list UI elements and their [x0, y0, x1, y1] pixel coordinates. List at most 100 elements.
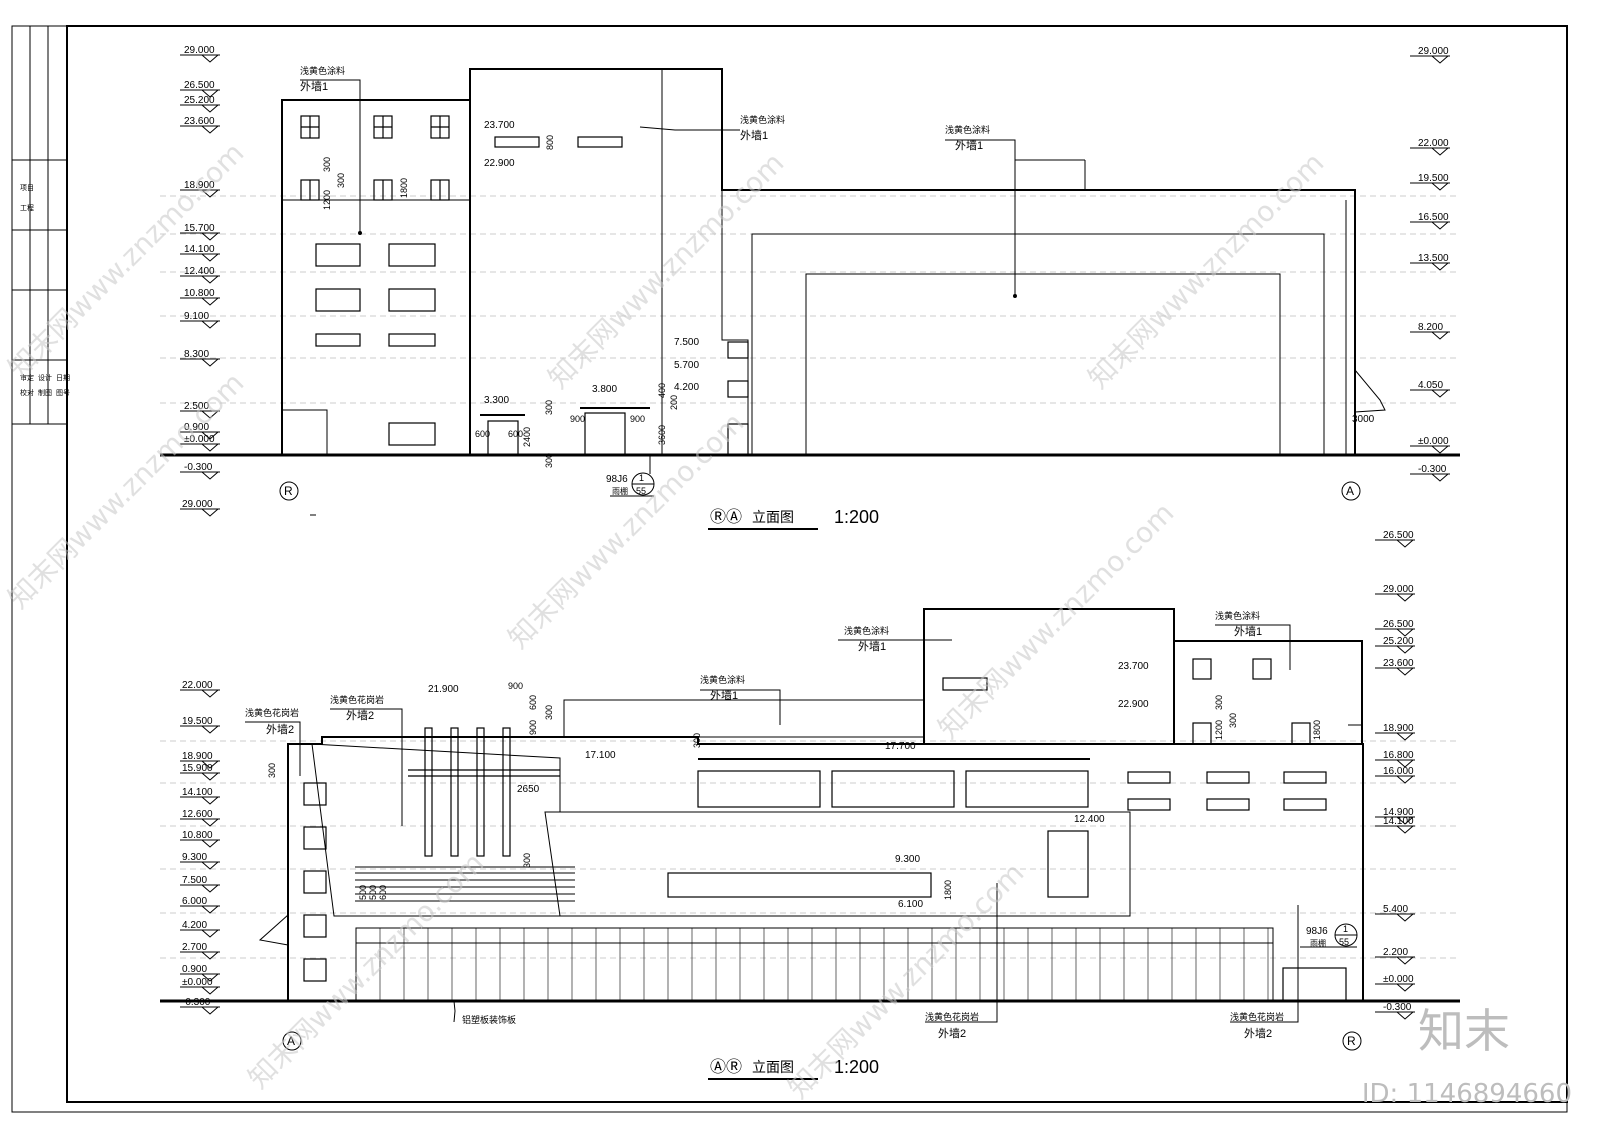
- level-label: 8.200: [1418, 322, 1443, 333]
- dim-text: 600: [508, 429, 523, 439]
- dim-text: 1800: [943, 880, 953, 900]
- level-label: 13.500: [1418, 253, 1449, 264]
- material-label: 浅黄色涂料: [700, 674, 745, 685]
- dim-text: 1800: [399, 178, 409, 198]
- level-marker: [180, 89, 220, 98]
- dim-text: 600: [378, 885, 388, 900]
- dim-text: 500: [358, 885, 368, 900]
- level-marker: [180, 297, 220, 306]
- level-label: 16.800: [1383, 750, 1414, 761]
- title-block-label: 项目: [20, 184, 34, 192]
- level-label: 2.500: [184, 401, 209, 412]
- level-marker: [180, 320, 220, 329]
- material-label: 铝塑板装饰板: [462, 1014, 516, 1025]
- level-text: 12.400: [1074, 814, 1105, 825]
- level-marker: [180, 443, 220, 452]
- level-marker: [180, 232, 220, 241]
- bottom-elevation: [160, 608, 1460, 1051]
- level-marker: [1375, 983, 1415, 992]
- level-marker: [180, 725, 220, 734]
- level-text: 7.500: [674, 337, 699, 348]
- dim-text: 300: [336, 173, 346, 188]
- title-scale: 1:200: [834, 1057, 879, 1077]
- level-label: 23.600: [1383, 658, 1414, 669]
- detail-code: 98J6: [606, 474, 628, 485]
- level-text: 3.800: [592, 384, 617, 395]
- level-label: ±0.000: [182, 977, 213, 988]
- level-text: 9.300: [895, 854, 920, 865]
- material-label: 外墙2: [1244, 1026, 1272, 1040]
- title-axes: ⓇⒶ: [710, 508, 742, 526]
- title-block-label: 校对: [20, 388, 34, 397]
- level-text: 4.200: [674, 382, 699, 393]
- detail-note: 雨棚: [1310, 938, 1326, 948]
- level-label: 6.000: [182, 896, 207, 907]
- title-block: 项目 工程 审定 校对 设计 制图 日期 图号: [11, 26, 70, 425]
- level-label: -0.300: [184, 462, 213, 473]
- axis-label-left: A: [287, 1034, 295, 1048]
- level-label: 15.700: [184, 223, 215, 234]
- material-label: 外墙1: [858, 639, 886, 653]
- dim-text: 2650: [517, 784, 540, 795]
- dim-text: 600: [528, 695, 538, 710]
- dim-text: 300: [1228, 713, 1238, 728]
- dim-text: 900: [528, 720, 538, 735]
- dim-text: 300: [322, 157, 332, 172]
- level-label: 25.200: [1383, 636, 1414, 647]
- dim-text: 1200: [1214, 720, 1224, 740]
- level-label: 4.050: [1418, 380, 1443, 391]
- dim-text: 400: [657, 383, 667, 398]
- level-text: 23.700: [1118, 661, 1149, 672]
- dim-text: 300: [1214, 695, 1224, 710]
- watermark-text: 知末网www.znzmo.com: [502, 406, 751, 655]
- level-marker: [180, 358, 220, 367]
- watermark-text: 知末网www.znzmo.com: [1082, 146, 1331, 395]
- dim-text: 1200: [322, 190, 332, 210]
- level-label: 19.500: [1418, 173, 1449, 184]
- level-marker: [180, 818, 220, 827]
- level-label: 25.200: [184, 95, 215, 106]
- level-label: 23.600: [184, 116, 215, 127]
- watermark-text: 知末网www.znzmo.com: [2, 136, 251, 385]
- detail-sheet: 55: [636, 486, 646, 496]
- material-label: 外墙1: [955, 138, 983, 152]
- title-block-label: 日期: [56, 374, 70, 382]
- level-marker: [1375, 593, 1415, 602]
- material-label: 外墙2: [346, 708, 374, 722]
- detail-num: 1: [639, 473, 644, 483]
- level-text: 17.700: [885, 741, 916, 752]
- level-label: 9.300: [182, 852, 207, 863]
- level-label: 12.600: [182, 809, 213, 820]
- title-axes: ⒶⓇ: [710, 1058, 742, 1076]
- level-marker: [1410, 221, 1450, 230]
- top-detail-ref: 98J6 1 55 雨棚: [606, 473, 646, 496]
- level-marker: [1375, 667, 1415, 676]
- title-block-label: 工程: [20, 203, 34, 212]
- dim-text: 800: [545, 135, 555, 150]
- level-marker: [180, 125, 220, 134]
- level-marker: [1375, 913, 1415, 922]
- level-marker: [1375, 775, 1415, 784]
- level-marker: [1410, 389, 1450, 398]
- level-marker: [1410, 262, 1450, 271]
- level-text: 6.100: [898, 899, 923, 910]
- level-marker: [180, 861, 220, 870]
- title-scale: 1:200: [834, 507, 879, 527]
- level-text: 17.100: [585, 750, 616, 761]
- level-label: 2.200: [1383, 947, 1408, 958]
- top-material-labels: 浅黄色涂料 外墙1 浅黄色涂料 外墙1 浅黄色涂料 外墙1: [300, 65, 990, 152]
- level-marker: [180, 951, 220, 960]
- dim-text: 300: [544, 400, 554, 415]
- axis-label-right: A: [1346, 484, 1354, 498]
- level-marker: [1410, 147, 1450, 156]
- watermark-id: ID: 1146894660: [1361, 1079, 1572, 1109]
- level-label: 7.500: [182, 875, 207, 886]
- title-block-label: 制图: [38, 388, 52, 397]
- level-label: 26.500: [1383, 530, 1414, 541]
- level-label: 14.900: [1383, 807, 1414, 818]
- level-label: -0.300: [182, 997, 211, 1008]
- material-label: 浅黄色涂料: [945, 124, 990, 135]
- material-label: 浅黄色花岗岩: [330, 694, 384, 705]
- level-label: 2.700: [182, 942, 207, 953]
